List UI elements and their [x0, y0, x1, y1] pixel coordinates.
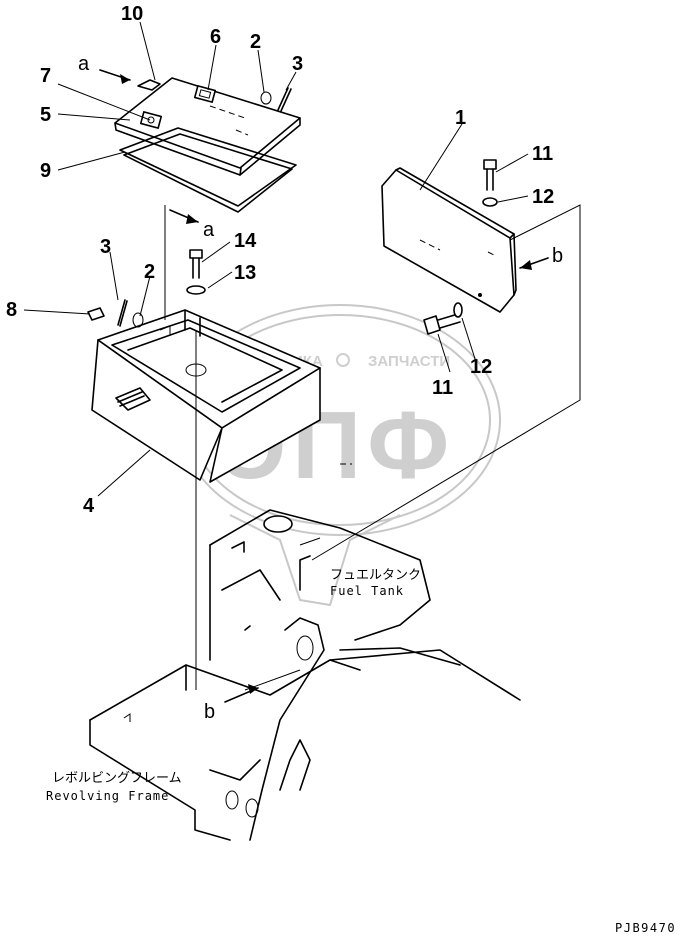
callout-5: 5: [40, 104, 51, 126]
callout-3-top: 3: [292, 53, 303, 75]
lid-assembly: [114, 77, 301, 176]
revolving-frame-label-en: Revolving Frame: [46, 789, 169, 803]
callout-10: 10: [121, 3, 143, 25]
callout-4: 4: [83, 495, 95, 517]
drawing-code: PJB9470: [615, 921, 676, 935]
leader-lines: [23, 21, 529, 497]
bolt-and-washer-center: [186, 249, 206, 295]
watermark-text-right: ЗАПЧАСТИ: [368, 353, 450, 370]
cap-part: [87, 307, 105, 321]
revolving-frame-label-jp: レボルビングフレーム: [52, 771, 182, 786]
view-mark-b-right: b: [552, 245, 563, 267]
pin-and-clip-left: [117, 299, 144, 328]
callout-1: 1: [455, 107, 466, 129]
fuel-tank: [209, 509, 431, 661]
view-arrow-b-bottom: [224, 684, 259, 703]
callout-14: 14: [234, 230, 257, 252]
view-arrow-b-right: [519, 257, 549, 270]
callout-8: 8: [6, 299, 17, 321]
view-mark-a-mid: a: [203, 219, 215, 241]
fuel-tank-label-jp: フュエルタンク: [330, 568, 421, 583]
callout-2-left: 2: [144, 261, 155, 283]
seal-gasket: [119, 127, 297, 213]
view-mark-a-top: a: [78, 53, 90, 75]
side-cover: [381, 159, 517, 335]
gear-icon: [336, 353, 350, 367]
box-assembly: [91, 309, 352, 483]
callout-12-bottom: 12: [470, 356, 492, 378]
callout-7: 7: [40, 65, 51, 87]
callout-13: 13: [234, 262, 256, 284]
callout-11-top: 11: [532, 143, 553, 165]
callout-12-top: 12: [532, 186, 554, 208]
fuel-tank-label-en: Fuel Tank: [330, 584, 404, 598]
callout-2-top: 2: [250, 31, 261, 53]
view-arrow-a-mid: [169, 209, 199, 224]
callout-3-left: 3: [100, 236, 111, 258]
view-arrow-a-top: [99, 69, 131, 84]
revolving-frame: [89, 617, 521, 841]
callout-9: 9: [40, 160, 51, 182]
callout-6: 6: [210, 26, 221, 48]
callout-11-bottom: 11: [432, 377, 453, 399]
view-mark-b-bottom: b: [204, 701, 215, 723]
